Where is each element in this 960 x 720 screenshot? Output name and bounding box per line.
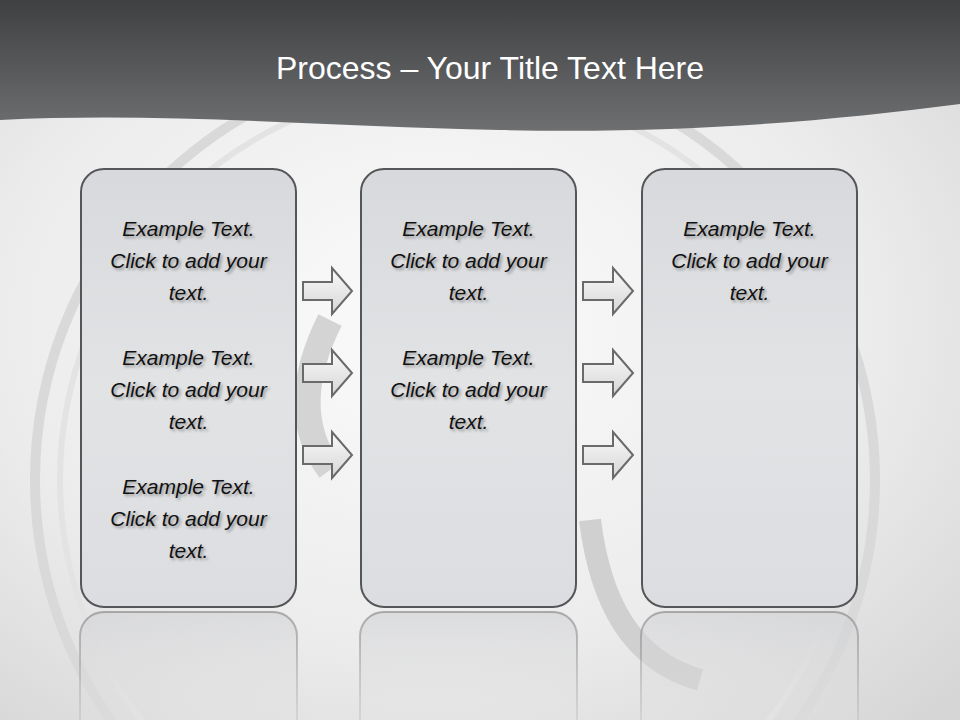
block-arrow — [303, 268, 352, 314]
block-arrow — [583, 350, 633, 396]
process-box: Example Text. Click to add your text. — [641, 168, 858, 608]
title-area: Process – Your Title Text Here — [20, 48, 960, 88]
slide-title: Process – Your Title Text Here — [20, 48, 960, 88]
process-box: Example Text. Click to add your text. Exa… — [80, 168, 297, 608]
block-arrow — [583, 432, 633, 478]
process-box: Example Text. Click to add your text. Exa… — [360, 168, 577, 608]
box-text: Example Text. Click to add your text. — [110, 213, 268, 309]
header-band — [0, 0, 960, 131]
box-reflections — [80, 612, 858, 720]
block-arrow — [583, 268, 633, 314]
box-text: Example Text. Click to add your text. — [390, 342, 548, 438]
block-arrow — [303, 432, 352, 478]
watermark-symbol — [35, 60, 875, 720]
box-text: Example Text. Click to add your text. — [671, 213, 829, 309]
block-arrow — [303, 350, 352, 396]
box-text: Example Text. Click to add your text. — [110, 471, 268, 567]
box-text: Example Text. Click to add your text. — [390, 213, 548, 309]
box-text: Example Text. Click to add your text. — [110, 342, 268, 438]
